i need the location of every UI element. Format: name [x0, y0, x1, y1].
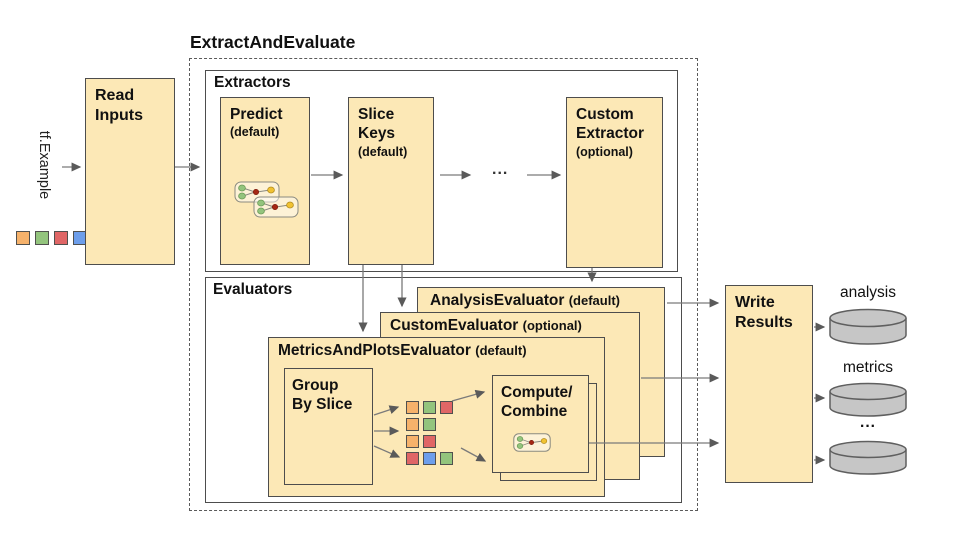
slice-keys-label-line1: Slice: [358, 106, 395, 123]
slice-keys-qualifier: (default): [358, 144, 408, 159]
orange-square: [406, 418, 419, 431]
red-square: [54, 231, 68, 245]
analysis-evaluator-label: AnalysisEvaluator: [430, 292, 565, 309]
green-square: [35, 231, 49, 245]
model-graph-icon: [253, 196, 299, 218]
group-by-slice-node: Group By Slice: [284, 368, 373, 485]
write-results-node: Write Results: [725, 285, 813, 483]
output-metrics-label: metrics: [843, 359, 893, 376]
write-results-label-line2: Results: [735, 314, 793, 331]
custom-extractor-node: Custom Extractor (optional): [566, 97, 663, 268]
custom-extractor-label-line1: Custom: [576, 106, 634, 123]
predict-qualifier: (default): [230, 125, 280, 140]
group-by-slice-label-line2: By Slice: [292, 396, 353, 414]
green-square: [440, 452, 453, 465]
slice-keys-node: Slice Keys (default): [348, 97, 434, 265]
extractors-section-label: Extractors: [214, 74, 291, 91]
analysis-evaluator-qualifier: (default): [568, 293, 620, 308]
write-results-label-line1: Write: [735, 294, 775, 311]
model-graph-icon: [513, 433, 551, 452]
orange-square: [406, 401, 419, 414]
orange-square: [16, 231, 30, 245]
group-by-slice-label-line1: Group: [292, 377, 339, 394]
slice-keys-label-line2: Keys: [358, 125, 396, 143]
predict-label: Predict: [230, 106, 283, 123]
output-ellipsis-label: ...: [860, 414, 876, 431]
database-cylinder-icon: [829, 440, 907, 475]
blue-square: [423, 452, 436, 465]
model-graph-icon: [234, 181, 280, 203]
custom-evaluator-label: CustomEvaluator: [390, 317, 519, 334]
evaluators-section-label: Evaluators: [213, 281, 293, 298]
read-inputs-label-line2: Inputs: [95, 107, 143, 124]
input-squares: [16, 231, 87, 245]
slice-squares-row: [406, 418, 453, 431]
custom-evaluator-qualifier: (optional): [522, 318, 582, 333]
metrics-and-plots-evaluator-label: MetricsAndPlotsEvaluator: [278, 342, 471, 359]
compute-combine-label-line2: Combine: [501, 403, 568, 421]
compute-combine-node: Compute/ Combine: [492, 375, 589, 473]
red-square: [423, 435, 436, 448]
orange-square: [406, 435, 419, 448]
evaluators-section: Evaluators: [205, 277, 682, 503]
read-inputs-node: Read Inputs: [85, 78, 175, 265]
read-inputs-label-line1: Read: [95, 87, 135, 104]
slice-squares-row: [406, 452, 453, 465]
green-square: [423, 401, 436, 414]
diagram-title: ExtractAndEvaluate: [190, 32, 356, 52]
compute-combine-label-line1: Compute/: [501, 384, 573, 401]
custom-extractor-qualifier: (optional): [576, 144, 633, 159]
database-cylinder-icon: [829, 382, 907, 417]
red-square: [406, 452, 419, 465]
custom-extractor-label-line2: Extractor: [576, 125, 645, 143]
predict-node: Predict (default): [220, 97, 310, 265]
metrics-and-plots-evaluator-qualifier: (default): [475, 343, 527, 358]
slice-squares-row: [406, 401, 453, 414]
extractors-section: Extractors: [205, 70, 678, 272]
extractors-ellipsis: ...: [492, 161, 509, 178]
database-cylinder-icon: [829, 308, 907, 345]
green-square: [423, 418, 436, 431]
output-analysis-label: analysis: [840, 284, 896, 301]
sliced-data-squares: [406, 401, 453, 465]
input-label: tf.Example: [36, 130, 52, 200]
extract-and-evaluate-container: [189, 58, 698, 511]
slice-squares-row: [406, 435, 453, 448]
red-square: [440, 401, 453, 414]
